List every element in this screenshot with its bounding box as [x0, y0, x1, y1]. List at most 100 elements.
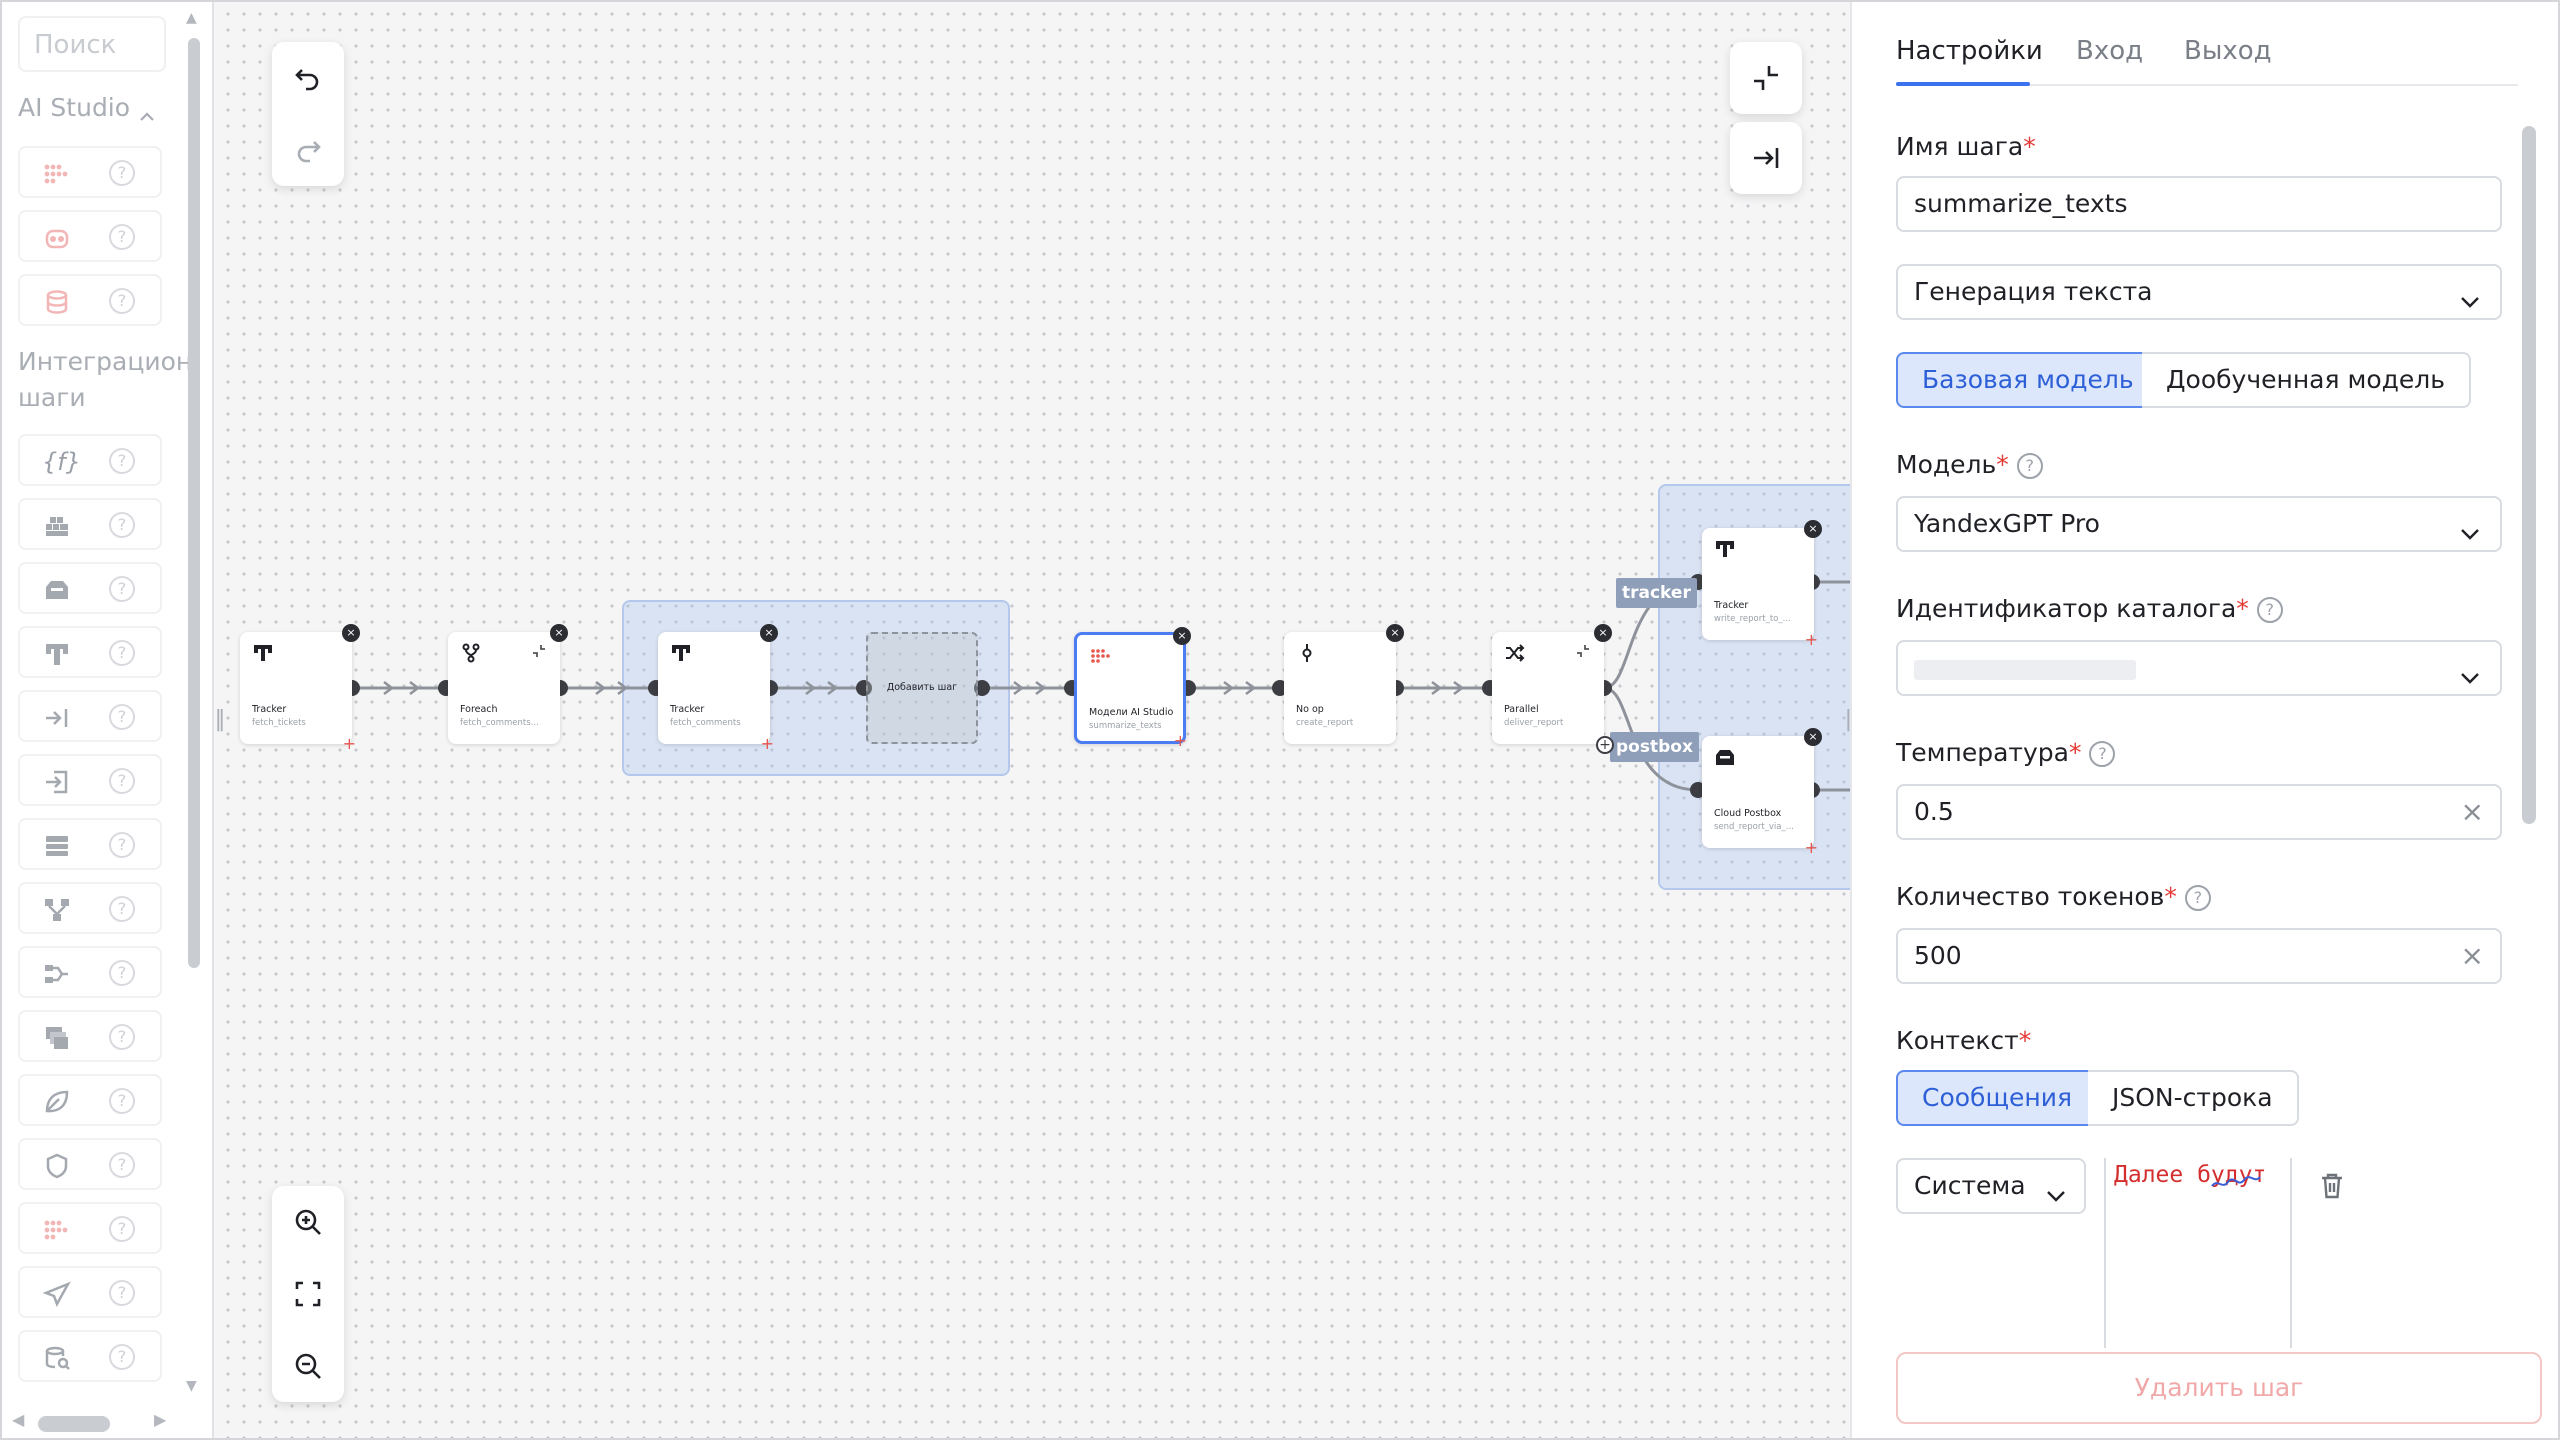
node-foreach[interactable]: Foreach fetch_comments... ×	[448, 624, 568, 744]
help-icon[interactable]: ?	[109, 832, 135, 858]
catalog-id-select[interactable]	[1896, 640, 2502, 696]
delete-step-button[interactable]: Удалить шаг	[1896, 1352, 2542, 1424]
help-icon[interactable]: ?	[109, 288, 135, 314]
palette-item-ai-models[interactable]: ?	[18, 146, 162, 198]
redo-button[interactable]	[272, 114, 344, 186]
tab-output[interactable]: Выход	[2184, 36, 2272, 66]
left-resize-handle[interactable]: ||	[214, 707, 226, 732]
help-icon[interactable]: ?	[109, 1152, 135, 1178]
palette-item-branch[interactable]: ?	[18, 946, 162, 998]
node-summarize-texts[interactable]: Модели AI Studio summarize_texts × +	[1074, 627, 1191, 749]
message-role-select[interactable]: Система	[1896, 1158, 2086, 1214]
palette-item-database[interactable]: ?	[18, 274, 162, 326]
palette-item-send[interactable]: ?	[18, 1266, 162, 1318]
add-error-branch-icon[interactable]: +	[1804, 838, 1818, 857]
help-icon[interactable]: ?	[2256, 597, 2283, 623]
palette-item-ai-models-2[interactable]: ?	[18, 1202, 162, 1254]
edge-label-postbox[interactable]: postbox	[1610, 732, 1699, 762]
palette-item-hierarchy[interactable]: ?	[18, 882, 162, 934]
help-icon[interactable]: ?	[109, 1216, 135, 1242]
palette-item-assistant[interactable]: ?	[18, 210, 162, 262]
collapse-small-icon[interactable]	[1574, 642, 1592, 660]
palette-item-postbox[interactable]: ?	[18, 562, 162, 614]
hide-panel-button[interactable]	[1730, 122, 1802, 194]
fit-view-button[interactable]	[272, 1258, 344, 1330]
remove-node-icon[interactable]: ×	[550, 624, 568, 642]
json-string-toggle[interactable]: JSON-строка	[2088, 1070, 2299, 1126]
finetuned-model-toggle[interactable]: Дообученная модель	[2142, 352, 2472, 408]
palette-item-cloud[interactable]: ?	[18, 498, 162, 550]
scroll-right-arrow-icon[interactable]: ▶	[154, 1410, 167, 1429]
add-error-branch-icon[interactable]: +	[1804, 630, 1818, 649]
palette-item-storage[interactable]: ?	[18, 818, 162, 870]
node-deliver-report[interactable]: Parallel deliver_report ×	[1492, 624, 1612, 744]
add-step-placeholder[interactable]: Добавить шаг	[866, 632, 978, 744]
help-icon[interactable]: ?	[2089, 741, 2116, 767]
tab-settings[interactable]: Настройки	[1896, 36, 2043, 66]
clear-icon[interactable]: ×	[2460, 939, 2484, 972]
help-icon[interactable]: ?	[2016, 453, 2043, 479]
tab-input[interactable]: Вход	[2076, 36, 2144, 66]
node-create-report[interactable]: No op create_report ×	[1284, 624, 1404, 744]
help-icon[interactable]: ?	[2184, 885, 2211, 911]
step-type-select[interactable]: Генерация текста	[1896, 264, 2502, 320]
help-icon[interactable]: ?	[109, 224, 135, 250]
palette-item-shield[interactable]: ?	[18, 1138, 162, 1190]
model-select[interactable]: YandexGPT Pro	[1896, 496, 2502, 552]
clear-icon[interactable]: ×	[2460, 795, 2484, 828]
palette-item-function[interactable]: {f}?	[18, 434, 162, 486]
node-fetch-comments[interactable]: Tracker fetch_comments × +	[658, 624, 778, 752]
palette-item-leaf[interactable]: ?	[18, 1074, 162, 1126]
node-send-report[interactable]: Cloud Postbox send_report_via_... × +	[1702, 728, 1822, 856]
help-icon[interactable]: ?	[109, 704, 135, 730]
palette-item-http[interactable]: ?	[18, 690, 162, 742]
section-ai-studio[interactable]: AI Studio	[18, 90, 156, 126]
add-error-branch-icon[interactable]: +	[342, 734, 356, 753]
scroll-down-arrow-icon[interactable]: ▼	[186, 1378, 197, 1394]
workflow-canvas[interactable]: Tracker fetch_tickets × + Foreach fetch_…	[214, 2, 1858, 1438]
remove-node-icon[interactable]: ×	[1386, 624, 1404, 642]
step-name-input[interactable]: summarize_texts	[1896, 176, 2502, 232]
help-icon[interactable]: ?	[109, 960, 135, 986]
palette-item-tracker[interactable]: ?	[18, 626, 162, 678]
undo-button[interactable]	[272, 42, 344, 114]
remove-node-icon[interactable]: ×	[1173, 627, 1191, 645]
help-icon[interactable]: ?	[109, 160, 135, 186]
help-icon[interactable]: ?	[109, 640, 135, 666]
settings-scrollbar[interactable]	[2522, 126, 2536, 824]
help-icon[interactable]: ?	[109, 576, 135, 602]
add-error-branch-icon[interactable]: +	[1173, 731, 1187, 750]
temperature-input[interactable]: 0.5×	[1896, 784, 2502, 840]
collapse-small-icon[interactable]	[530, 642, 548, 660]
message-textarea[interactable]: Далее будут	[2104, 1158, 2292, 1348]
remove-node-icon[interactable]: ×	[1804, 728, 1822, 746]
add-error-branch-icon[interactable]: +	[760, 734, 774, 753]
help-icon[interactable]: ?	[109, 1344, 135, 1370]
remove-node-icon[interactable]: ×	[1594, 624, 1612, 642]
palette-item-login[interactable]: ?	[18, 754, 162, 806]
help-icon[interactable]: ?	[109, 768, 135, 794]
help-icon[interactable]: ?	[109, 896, 135, 922]
palette-item-db-search[interactable]: ?	[18, 1330, 162, 1382]
help-icon[interactable]: ?	[109, 1088, 135, 1114]
help-icon[interactable]: ?	[109, 512, 135, 538]
right-resize-handle[interactable]: ||	[1844, 707, 1856, 732]
node-fetch-tickets[interactable]: Tracker fetch_tickets × +	[240, 624, 360, 752]
tokens-input[interactable]: 500×	[1896, 928, 2502, 984]
scroll-up-arrow-icon[interactable]: ▲	[186, 10, 197, 26]
base-model-toggle[interactable]: Базовая модель	[1896, 352, 2160, 408]
palette-scrollbar[interactable]	[188, 38, 200, 968]
remove-node-icon[interactable]: ×	[760, 624, 778, 642]
help-icon[interactable]: ?	[109, 1280, 135, 1306]
collapse-button[interactable]	[1730, 42, 1802, 114]
add-branch-icon[interactable]: +	[1596, 736, 1614, 754]
edge-label-tracker[interactable]: tracker	[1616, 578, 1697, 608]
palette-search-input[interactable]: Поиск	[18, 16, 166, 72]
messages-toggle[interactable]: Сообщения	[1896, 1070, 2099, 1126]
zoom-out-button[interactable]	[272, 1330, 344, 1402]
help-icon[interactable]: ?	[109, 448, 135, 474]
help-icon[interactable]: ?	[109, 1024, 135, 1050]
delete-message-icon[interactable]	[2316, 1170, 2348, 1202]
palette-horizontal-scrollbar[interactable]	[38, 1416, 110, 1432]
